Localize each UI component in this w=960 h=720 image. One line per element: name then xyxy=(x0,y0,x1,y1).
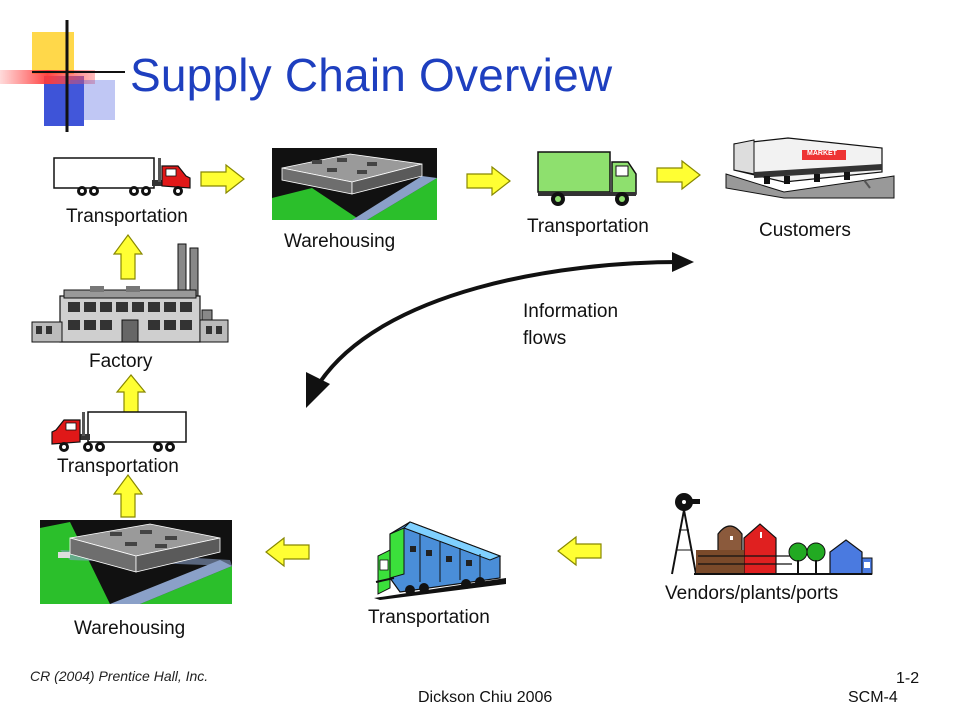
truck-icon xyxy=(51,411,187,452)
arrow-right-icon xyxy=(200,163,245,195)
label-transportation-top: Transportation xyxy=(66,206,188,227)
page-title: Supply Chain Overview xyxy=(130,49,613,101)
label-transportation-left: Transportation xyxy=(57,456,179,477)
author-text: Dickson Chiu 2006 xyxy=(418,689,553,706)
store-sign: MARKET xyxy=(807,150,837,157)
label-information-flows-1: Information xyxy=(523,301,619,322)
label-warehousing-bottom: Warehousing xyxy=(74,618,186,639)
arrow-up-icon xyxy=(112,233,144,280)
store-icon xyxy=(725,137,895,199)
label-factory: Factory xyxy=(89,351,153,372)
corner-decoration xyxy=(0,20,125,132)
van-icon xyxy=(537,151,637,206)
truck-icon xyxy=(53,157,191,196)
arrow-right-icon xyxy=(466,165,511,197)
train-icon xyxy=(374,521,506,600)
label-vendors: Vendors/plants/ports xyxy=(665,583,839,604)
arrow-up-icon xyxy=(112,473,144,518)
arrow-left-icon xyxy=(265,536,310,568)
warehouse-icon xyxy=(272,148,437,220)
farm-icon xyxy=(671,493,873,575)
arrow-up-icon xyxy=(115,374,147,414)
arrow-left-icon xyxy=(557,535,602,567)
course-code: SCM-4 xyxy=(848,689,898,706)
warehouse-icon xyxy=(40,520,232,604)
credit-text: CR (2004) Prentice Hall, Inc. xyxy=(30,668,209,684)
slide-number: 1-2 xyxy=(896,670,920,687)
label-warehousing-top: Warehousing xyxy=(284,231,396,252)
label-transportation-train: Transportation xyxy=(368,607,490,628)
label-information-flows-2: flows xyxy=(523,328,567,349)
label-transportation-van: Transportation xyxy=(527,216,649,237)
factory-icon xyxy=(31,243,229,343)
label-customers: Customers xyxy=(759,220,851,241)
arrow-right-icon xyxy=(656,159,701,191)
